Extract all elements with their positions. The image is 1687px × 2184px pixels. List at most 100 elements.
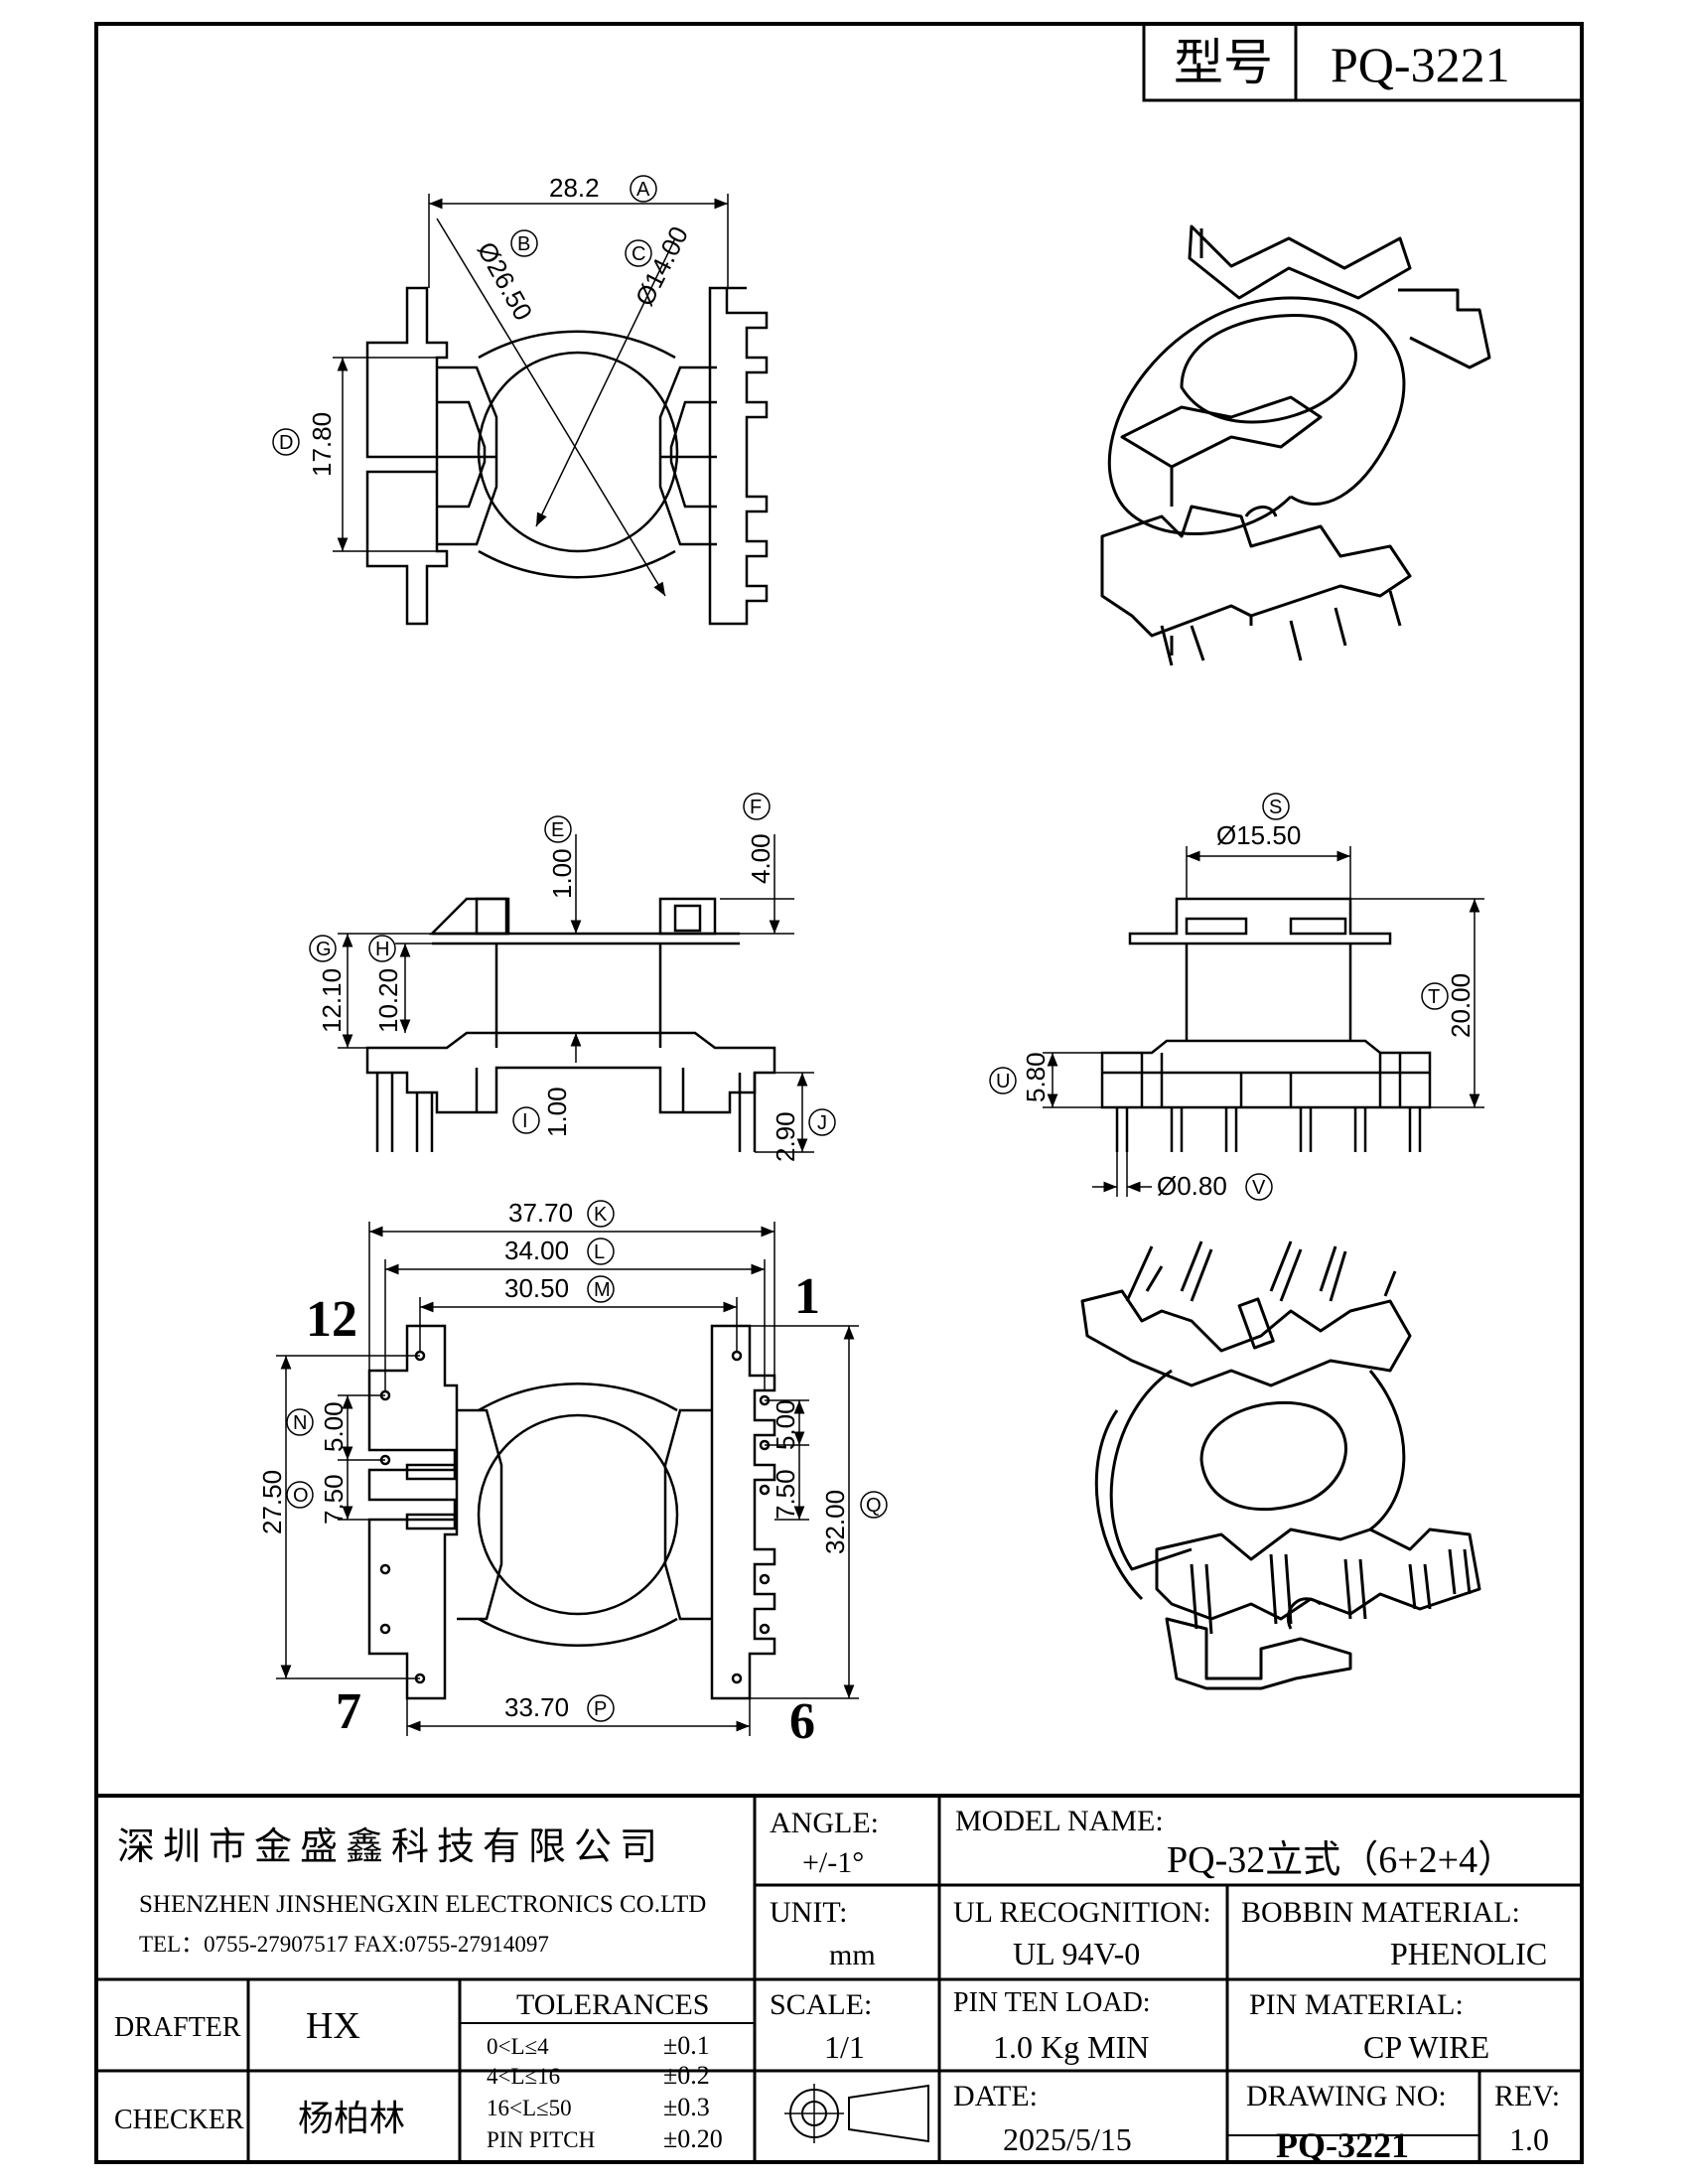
pin-6: 6 <box>789 1693 815 1750</box>
company-contact: TEL：0755-27907517 FAX:0755-27914097 <box>139 1932 549 1957</box>
iso-view-top <box>1100 224 1491 666</box>
bobbin-label: BOBBIN MATERIAL: <box>1241 1896 1520 1929</box>
pinmat-label: PIN MATERIAL: <box>1249 1988 1464 2021</box>
tol-value-2: ±0.3 <box>663 2093 710 2121</box>
side-view <box>1100 897 1432 1152</box>
dim-E-label: E <box>551 819 564 841</box>
side-view-dims <box>1043 846 1484 1197</box>
dim-L-value: 34.00 <box>504 1236 569 1265</box>
pin-12: 12 <box>306 1291 357 1348</box>
scale-label: SCALE: <box>770 1988 872 2021</box>
bottom-view-dims <box>276 1222 859 1736</box>
dim-G-label: G <box>316 939 332 960</box>
dim-N-label: N <box>293 1412 307 1434</box>
dim-Q-value: 32.00 <box>820 1490 850 1554</box>
type-box: 型号 PQ-3221 <box>1142 22 1584 102</box>
dim-D-label: D <box>279 432 293 454</box>
dim-R-value: 27.50 <box>257 1470 287 1534</box>
front-view-dims <box>338 834 814 1153</box>
dim-V-value: Ø0.80 <box>1157 1171 1227 1201</box>
dim-K-value: 37.70 <box>508 1198 573 1228</box>
dim-O-label: O <box>293 1485 309 1507</box>
unit-label: UNIT: <box>770 1896 848 1929</box>
pin-7: 7 <box>336 1683 361 1740</box>
dim-I-label: I <box>522 1110 528 1132</box>
checker-value: 杨柏林 <box>298 2099 405 2138</box>
tol-range-2: 16<L≤50 <box>487 2096 572 2120</box>
drawno-label: DRAWING NO: <box>1246 2080 1447 2112</box>
dim-J-label: J <box>817 1112 827 1134</box>
dim-C-label: C <box>632 243 645 265</box>
dim-M-value: 30.50 <box>504 1273 569 1303</box>
tol-value-1: ±0.2 <box>663 2061 710 2090</box>
angle-value: +/-1° <box>802 1846 864 1879</box>
date-label: DATE: <box>953 2080 1038 2112</box>
company-en: SHENZHEN JINSHENGXIN ELECTRONICS CO.LTD <box>139 1891 706 1918</box>
rev-label: REV: <box>1494 2080 1560 2112</box>
dim-L-label: L <box>594 1241 605 1263</box>
top-view <box>365 286 769 626</box>
dim-T-value: 20.00 <box>1446 973 1476 1038</box>
dim-Q-label: Q <box>866 1495 882 1517</box>
dim-B-label: B <box>517 233 530 255</box>
tol-range-1: 4<L≤16 <box>487 2064 560 2089</box>
iso-view-bottom <box>1080 1240 1481 1690</box>
type-value: PQ-3221 <box>1331 37 1510 92</box>
company-cn: 深圳市金盛鑫科技有限公司 <box>117 1826 665 1868</box>
bobbin-value: PHENOLIC <box>1390 1936 1547 1971</box>
drawing-frame <box>94 22 1584 2164</box>
front-view <box>365 897 776 1152</box>
scale-value: 1/1 <box>824 2029 865 2065</box>
dim-K-label: K <box>594 1204 608 1226</box>
pinload-value: 1.0 Kg MIN <box>993 2029 1149 2065</box>
drawno-value: PQ-3221 <box>1276 2125 1409 2165</box>
dim-N2-value: 5.00 <box>771 1399 800 1450</box>
pinmat-value: CP WIRE <box>1363 2029 1489 2065</box>
tol-range-3: PIN PITCH <box>487 2127 595 2152</box>
ul-value: UL 94V-0 <box>1013 1936 1140 1971</box>
tol-value-0: ±0.1 <box>663 2031 710 2060</box>
bottom-view <box>367 1324 776 1700</box>
dim-V-label: V <box>1252 1177 1266 1199</box>
dim-U-value: 5.80 <box>1021 1052 1051 1102</box>
unit-value: mm <box>829 1939 876 1971</box>
angle-label: ANGLE: <box>770 1807 879 1839</box>
tol-range-0: 0<L≤4 <box>487 2034 549 2059</box>
model-label: MODEL NAME: <box>955 1805 1164 1837</box>
dim-O2-value: 7.50 <box>771 1469 800 1520</box>
dim-H-value: 10.20 <box>373 968 403 1033</box>
dim-D-value: 17.80 <box>307 412 337 477</box>
type-label: 型号 <box>1174 35 1273 90</box>
dim-F-label: F <box>750 797 762 818</box>
dim-A-value: 28.2 <box>549 173 600 203</box>
dim-E-value: 1.00 <box>547 848 577 899</box>
title-block <box>96 1794 1582 2162</box>
rev-value: 1.0 <box>1509 2121 1549 2157</box>
dim-I-value: 1.00 <box>542 1087 572 1137</box>
dim-J-value: 2.90 <box>771 1111 800 1162</box>
dim-S-value: Ø15.50 <box>1216 820 1301 850</box>
dim-G-value: 12.10 <box>317 968 347 1033</box>
dim-H-label: H <box>375 939 389 960</box>
dim-P-label: P <box>594 1698 607 1720</box>
dim-M-label: M <box>594 1279 611 1301</box>
dim-O-value: 7.50 <box>319 1474 349 1525</box>
tolerances-label: TOLERANCES <box>516 1988 709 2021</box>
dim-P-value: 33.70 <box>504 1692 569 1722</box>
drafter-label: DRAFTER <box>114 2012 241 2043</box>
dim-F-value: 4.00 <box>746 833 775 884</box>
dim-U-label: U <box>996 1071 1010 1092</box>
date-value: 2025/5/15 <box>1003 2121 1132 2157</box>
tol-value-3: ±0.20 <box>663 2124 723 2153</box>
dim-N-value: 5.00 <box>319 1401 349 1452</box>
drafter-value: HX <box>306 2005 360 2047</box>
pinload-label: PIN TEN LOAD: <box>953 1987 1151 2018</box>
dim-S-label: S <box>1269 797 1282 818</box>
model-value: PQ-32立式（6+2+4） <box>1167 1839 1515 1881</box>
top-view-dims <box>333 194 729 597</box>
checker-label: CHECKER <box>114 2105 244 2135</box>
dim-T-label: T <box>1428 986 1440 1008</box>
ul-label: UL RECOGNITION: <box>953 1896 1211 1929</box>
dim-A-label: A <box>636 179 650 201</box>
